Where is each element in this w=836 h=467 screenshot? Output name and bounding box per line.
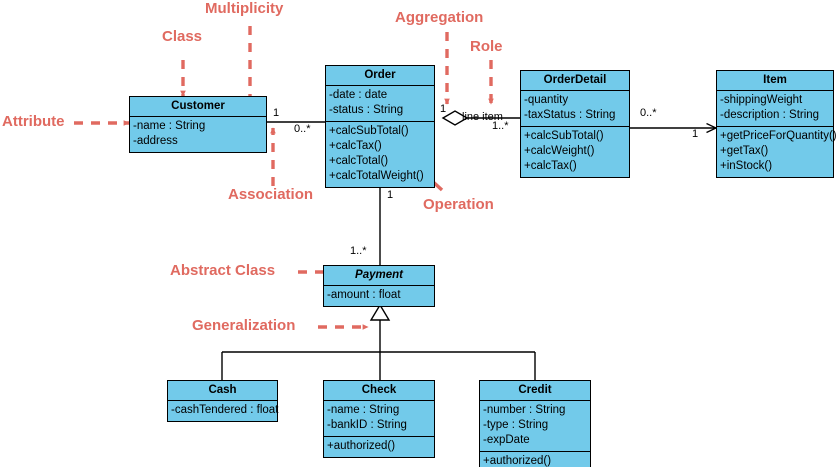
attribute-row: -taxStatus : String	[524, 109, 616, 121]
operation-row: +authorized()	[483, 455, 552, 467]
class-name-customer: Customer	[171, 100, 225, 112]
annotation-role: Role	[470, 38, 503, 55]
operation-row: +calcSubTotal()	[329, 125, 409, 137]
attribute-row: -date : date	[329, 89, 388, 101]
attribute-row: -shippingWeight	[720, 94, 803, 106]
operation-row: +inStock()	[720, 160, 773, 172]
class-box-order[interactable]: Order -date : date -status : String +cal…	[325, 65, 435, 188]
attribute-row: -cashTendered : float	[171, 404, 279, 416]
multiplicity-customer-order-left: 1	[273, 107, 280, 119]
annotation-generalization: Generalization	[192, 317, 296, 334]
multiplicity-orderdetail-item-right: 1	[692, 128, 699, 140]
attributes-compartment-credit: -number : String -type : String -expDate	[480, 400, 590, 451]
attributes-compartment-customer: -name : String -address	[130, 116, 266, 152]
annotation-attribute: Attribute	[2, 113, 65, 130]
class-name-cash: Cash	[208, 384, 237, 396]
annotation-multiplicity: Multiplicity	[205, 0, 284, 17]
class-name-order: Order	[364, 69, 396, 81]
class-box-payment[interactable]: Payment -amount : float	[323, 265, 435, 307]
operations-compartment-credit: +authorized()	[480, 451, 590, 467]
operation-row: +calcSubTotal()	[524, 130, 604, 142]
multiplicity-customer-order-right: 0..*	[294, 123, 311, 135]
attribute-row: -name : String	[133, 120, 206, 132]
attributes-compartment-orderdetail: -quantity -taxStatus : String	[521, 90, 629, 126]
attributes-compartment-payment: -amount : float	[324, 285, 434, 306]
multiplicity-order-payment-top: 1	[387, 189, 394, 201]
attributes-compartment-check: -name : String -bankID : String	[324, 400, 434, 436]
operation-row: +calcTotal()	[329, 155, 389, 167]
generalization-triangle	[369, 303, 391, 321]
attribute-row: -quantity	[524, 94, 569, 106]
multiplicity-orderdetail-item-left: 0..*	[640, 107, 657, 119]
operation-row: +calcWeight()	[524, 145, 595, 157]
operations-compartment-item: +getPriceForQuantity() +getTax() +inStoc…	[717, 126, 836, 177]
attributes-compartment-item: -shippingWeight -description : String	[717, 90, 833, 126]
attribute-row: -bankID : String	[327, 419, 407, 431]
operation-row: +getTax()	[720, 145, 769, 157]
attribute-row: -status : String	[329, 104, 404, 116]
attributes-compartment-cash: -cashTendered : float	[168, 400, 279, 421]
multiplicity-order-aggregation: 1	[440, 103, 447, 115]
operations-compartment-order: +calcSubTotal() +calcTax() +calcTotal() …	[326, 121, 434, 187]
class-name-orderdetail: OrderDetail	[543, 74, 607, 86]
annotation-operation: Operation	[423, 196, 494, 213]
operation-row: +calcTax()	[329, 140, 382, 152]
class-name-item: Item	[763, 74, 787, 86]
attribute-row: -type : String	[483, 419, 549, 431]
class-name-credit: Credit	[518, 384, 552, 396]
class-box-cash[interactable]: Cash -cashTendered : float	[167, 380, 278, 422]
annotation-abstract-class: Abstract Class	[170, 262, 276, 279]
operation-row: +authorized()	[327, 440, 396, 452]
operation-row: +calcTotalWeight()	[329, 170, 424, 182]
class-box-orderdetail[interactable]: OrderDetail -quantity -taxStatus : Strin…	[520, 70, 630, 178]
role-label-line-item: line item	[462, 111, 503, 123]
attribute-row: -expDate	[483, 434, 530, 446]
class-box-item[interactable]: Item -shippingWeight -description : Stri…	[716, 70, 836, 178]
class-name-check: Check	[361, 384, 397, 396]
annotation-aggregation: Aggregation	[395, 9, 484, 26]
multiplicity-orderdetail: 1..*	[492, 120, 509, 132]
multiplicity-order-payment-bottom: 1..*	[350, 245, 367, 257]
class-name-payment: Payment	[355, 269, 403, 281]
attribute-row: -amount : float	[327, 289, 401, 301]
annotation-class: Class	[162, 28, 203, 45]
attribute-row: -name : String	[327, 404, 400, 416]
class-box-customer[interactable]: Customer -name : String -address	[129, 96, 267, 153]
attribute-row: -description : String	[720, 109, 820, 121]
class-box-credit[interactable]: Credit -number : String -type : String -…	[479, 380, 591, 467]
operation-row: +getPriceForQuantity()	[720, 130, 836, 142]
attribute-row: -address	[133, 135, 178, 147]
attribute-row: -number : String	[483, 404, 566, 416]
class-box-check[interactable]: Check -name : String -bankID : String +a…	[323, 380, 435, 458]
operations-compartment-orderdetail: +calcSubTotal() +calcWeight() +calcTax()	[521, 126, 629, 177]
annotation-association: Association	[228, 186, 314, 203]
attributes-compartment-order: -date : date -status : String	[326, 85, 434, 121]
operation-row: +calcTax()	[524, 160, 577, 172]
operations-compartment-check: +authorized()	[324, 436, 434, 457]
